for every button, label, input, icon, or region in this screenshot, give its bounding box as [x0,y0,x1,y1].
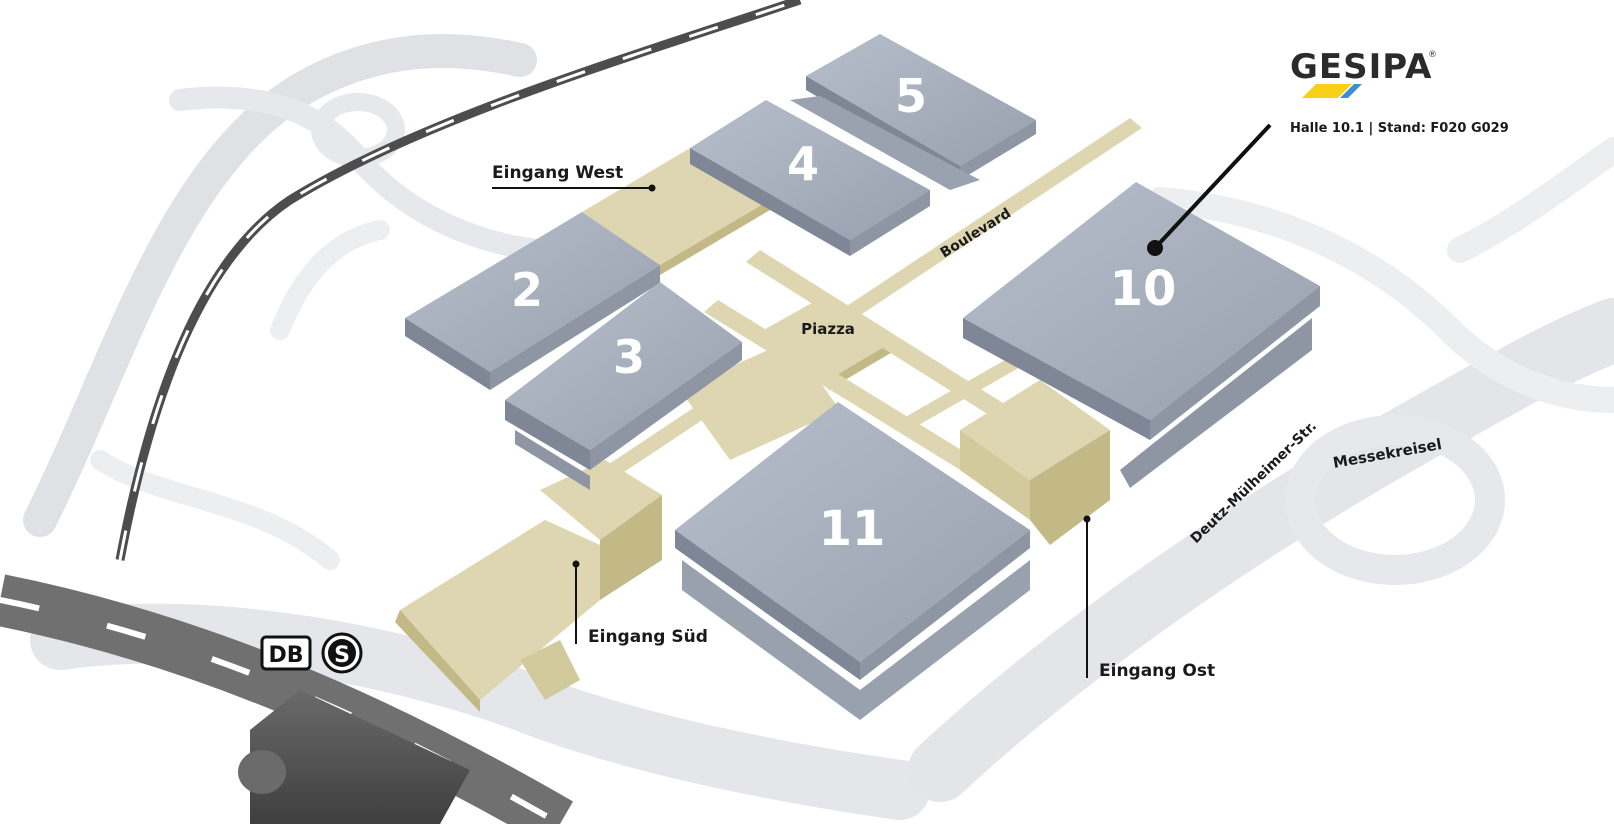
hall-3[interactable] [505,282,742,490]
station-platform [250,690,470,824]
hall-2[interactable] [405,212,660,390]
entrance-south-steps [400,520,600,700]
station-dome [238,750,286,794]
road-inner-ring [90,220,390,570]
roundabout-northwest [311,93,405,167]
entrance-south-building [540,460,662,540]
piazza-plaza [760,294,896,380]
registered-mark: ® [1428,50,1437,60]
gesipa-logo: GESIPA ® [1290,47,1437,98]
db-icon-text: DB [268,643,303,668]
piazza-label: Piazza [801,320,855,338]
entrance-west-label: Eingang West [492,163,623,183]
hall-10[interactable] [963,182,1320,488]
entrance-east-label: Eingang Ost [1099,661,1215,681]
entrance-south-marker [572,560,580,644]
logo-blue-stripe [1340,84,1362,98]
hall-2-number: 2 [511,263,543,317]
messekreisel-ring [1285,415,1505,585]
logo-yellow-stripe [1302,84,1352,98]
hall-5-number: 5 [895,69,927,123]
hall-11[interactable] [675,402,1030,720]
hall-4[interactable] [690,96,980,256]
boulevard-label: Boulevard [938,205,1014,261]
road-east-upper [1147,187,1614,413]
entrance-south-label: Eingang Süd [588,627,708,647]
walkways [395,118,1142,712]
gesipa-logo-text: GESIPA [1290,47,1432,87]
hall-11-number: 11 [819,501,886,557]
rail-track-northwest [115,0,802,561]
db-icon: DB [260,635,312,671]
hall-10-number: 10 [1110,261,1177,317]
stand-info: Halle 10.1 | Stand: F020 G029 [1290,121,1509,136]
road-outer-west [23,34,537,537]
road-east-top [1447,137,1614,263]
stand-marker [1147,123,1272,256]
entrance-east-building [960,380,1110,480]
entrance-east-marker [1083,515,1091,678]
hall-4-number: 4 [787,137,819,191]
hall-3-number: 3 [613,330,645,384]
railway [0,0,802,824]
halls [405,34,1320,720]
road-deutz [908,298,1614,802]
entrance-west-marker [492,184,656,192]
sbahn-icon-text: S [334,643,350,668]
rail-track-south [0,574,574,824]
sbahn-icon: S [321,632,363,674]
